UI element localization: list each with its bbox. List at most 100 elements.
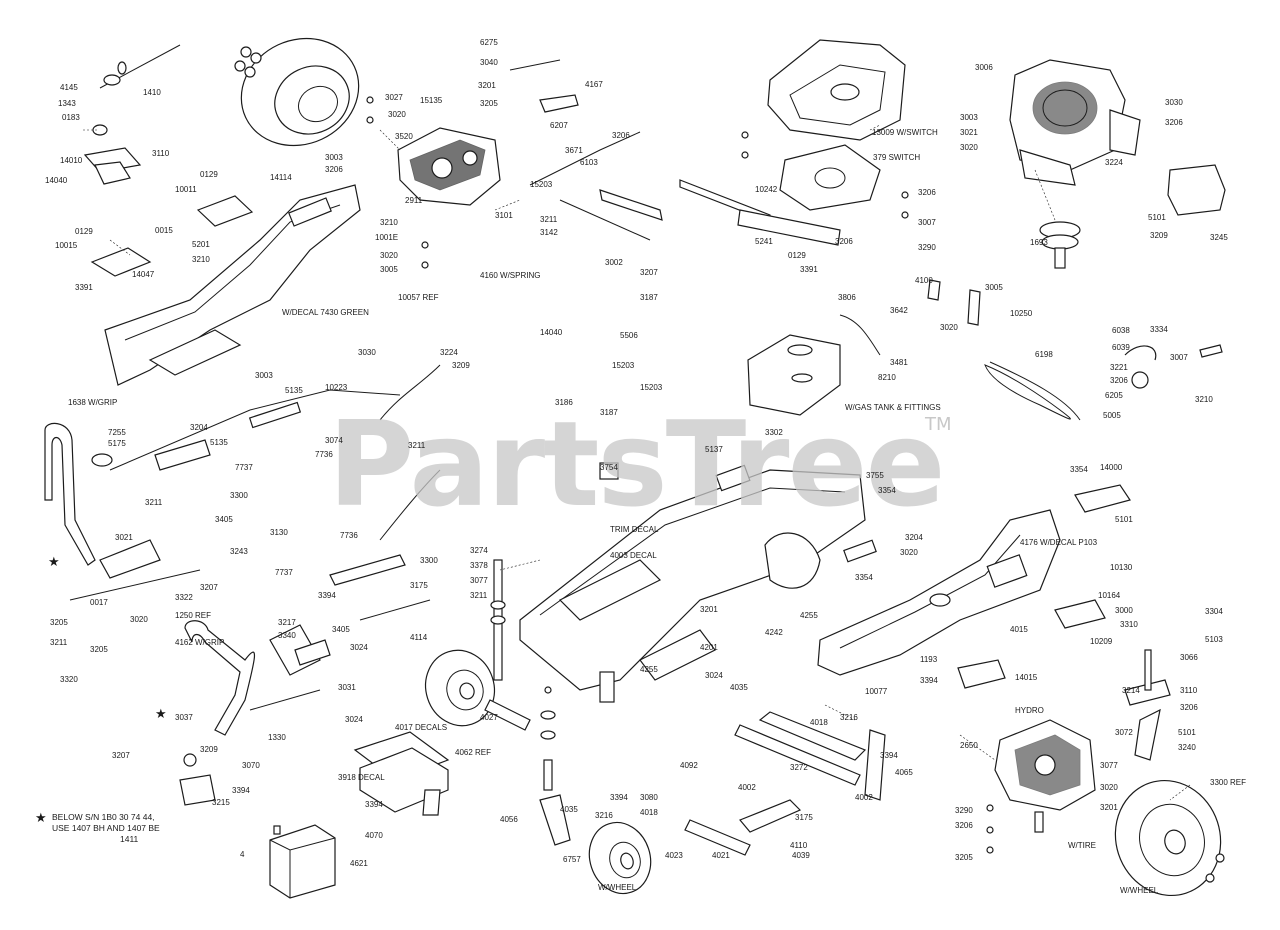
callout: 3074 [325,436,343,445]
callout: 4021 [712,851,730,860]
callout: 6198 [1035,350,1053,359]
callout: 3024 [345,715,363,724]
callout: 14040 [45,176,68,185]
callout: 15203 [530,180,553,189]
callout: 5135 [285,386,303,395]
hydro-transmission-top [397,127,501,206]
watermark-tm: TM [924,414,952,435]
callout: 5005 [1103,411,1121,420]
callout: 3300 [230,491,248,500]
callout: 3101 [495,211,513,220]
callout: 3378 [470,561,488,570]
callout: 6275 [480,38,498,47]
callout: 3201 [478,81,496,90]
callout: 3320 [60,675,78,684]
callout: 10242 [755,185,778,194]
callout: 6757 [563,855,581,864]
callout: 2650 [960,741,978,750]
callout: 3003 [325,153,343,162]
callout: 3007 [1170,353,1188,362]
callout: 3217 [278,618,296,627]
callout: 3021 [115,533,133,542]
callout: 3020 [1100,783,1118,792]
callout: 10015 [55,241,78,250]
callout: 1001E [375,233,398,242]
callout: 1343 [58,99,76,108]
callout: 3300 REF [1210,778,1246,787]
rod-assembly [269,554,431,676]
callout: 3290 [955,806,973,815]
callout: 3110 [1180,686,1198,695]
left-fender [104,184,361,386]
callout: 3391 [800,265,818,274]
clamp-and-plate [83,124,142,185]
callout: 3000 [1115,606,1133,615]
callout: 2911 [405,196,423,205]
callout: 3206 [325,165,343,174]
callout: 3020 [940,323,958,332]
callout: 3481 [890,358,908,367]
hydro-transmission-lower [994,719,1096,833]
air-filter-box [1167,164,1226,216]
callout: 6103 [580,158,598,167]
callout: 3304 [1205,607,1223,616]
callout: 4003 DECAL [610,551,657,560]
callout: 3005 [985,283,1003,292]
callout: 3205 [955,853,973,862]
callout: 3671 [565,146,583,155]
callout: 0129 [200,170,218,179]
callout: 4100 [915,276,933,285]
callout: 3020 [130,615,148,624]
callout: W/GAS TANK & FITTINGS [845,403,941,412]
footnote-line-2: USE 1407 BH AND 1407 BE [52,823,160,833]
star-icon: ★ [48,555,60,570]
callout: 14010 [60,156,83,165]
footnote-line-3: 1411 [120,834,139,844]
callout: 4160 W/SPRING [480,271,540,280]
callout-labels: 4145 1343 0183 1410 14010 14040 3110 012… [45,38,1246,895]
callout: 0129 [788,251,806,260]
callout: 13009 W/SWITCH [872,128,938,137]
callout: 3391 [75,283,93,292]
footnote-line-1: BELOW S/N 1B0 30 74 44, [52,812,155,822]
foot-plate [957,484,1131,689]
battery-tray [353,731,450,816]
callout: 3354 [1070,465,1088,474]
callout: 4018 [640,808,658,817]
callout: 3205 [480,99,498,108]
callout: 3205 [50,618,68,627]
front-axle [684,711,886,856]
callout: 3142 [540,228,558,237]
callout: 3214 [1122,686,1140,695]
lift-linkage [69,389,401,601]
callout: 1330 [268,733,286,742]
callout: 7737 [275,568,293,577]
callout: W/WHEEL [598,883,637,892]
callout: 0015 [155,226,173,235]
callout: 4018 [810,718,828,727]
front-tire-top [234,37,360,147]
callout: 5137 [705,445,723,454]
callout: 3070 [242,761,260,770]
callout: 3206 [1180,703,1198,712]
callout: 3206 [835,237,853,246]
callout: 14015 [1015,673,1038,682]
callout: 379 SWITCH [873,153,920,162]
callout: 3918 DECAL [338,773,385,782]
callout: 10130 [1110,563,1133,572]
callout: 14040 [540,328,563,337]
callout: 3211 [408,441,426,450]
drive-belt [984,361,1081,421]
callout: 5135 [210,438,228,447]
callout: 3024 [350,643,368,652]
seat [767,39,906,141]
callout: 3354 [878,486,896,495]
callout: HYDRO [1015,706,1044,715]
callout: W/WHEEL [1120,886,1159,895]
callout: 4002 [855,793,873,802]
callout: 3274 [470,546,488,555]
callout: 3020 [960,143,978,152]
callout: 10077 [865,687,888,696]
front-wheel-lower [588,821,652,895]
small-hardware [366,96,994,854]
